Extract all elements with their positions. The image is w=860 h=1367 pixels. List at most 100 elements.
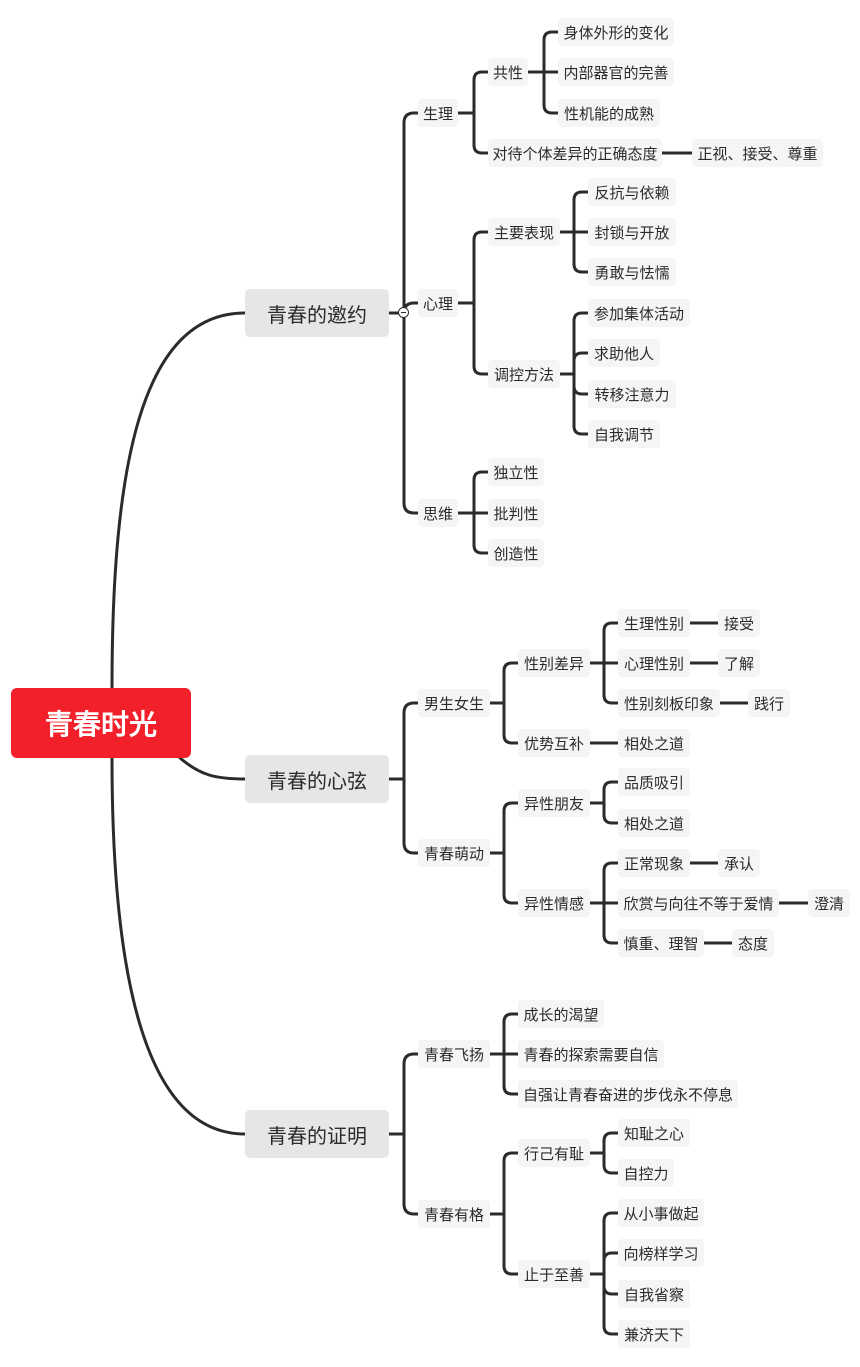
topic-acknowledge[interactable]: 承认 [718,849,760,877]
topic-shengli[interactable]: 生理 [418,99,458,127]
connector-line [472,364,490,376]
connector-line [472,70,490,82]
topic-accept[interactable]: 接受 [718,609,760,637]
connector-line [502,1084,520,1096]
connector-line [502,733,520,745]
topic-self-adjust[interactable]: 自我调节 [588,420,660,448]
topic-sexual-function[interactable]: 性机能的成熟 [558,99,660,127]
topic-boys-girls[interactable]: 男生女生 [418,689,490,717]
connector-line [542,103,560,115]
connector-line [402,1052,420,1066]
connector-line [502,1012,520,1024]
connector-line [402,841,420,855]
topic-brave-timid[interactable]: 勇敢与怯懦 [588,258,676,286]
topic-prudent-rational[interactable]: 慎重、理智 [618,929,704,957]
topic-start-small[interactable]: 从小事做起 [618,1199,704,1227]
topic-shift-attention[interactable]: 转移注意力 [588,380,676,408]
topic-shame-heart[interactable]: 知耻之心 [618,1119,690,1147]
branch-qingchun-xinxian[interactable]: 青春的心弦 [245,755,389,803]
topic-critical[interactable]: 批判性 [488,499,544,527]
connector-line [110,756,247,1136]
connector-line [602,621,620,633]
topic-individual-difference[interactable]: 对待个体差异的正确态度 [488,139,662,167]
topic-pursue-excellence[interactable]: 止于至善 [518,1260,590,1288]
connector-line [402,701,420,715]
topic-main-manifestation[interactable]: 主要表现 [488,218,560,246]
connector-line [472,543,490,555]
connector-line [542,30,560,42]
topic-body-shape[interactable]: 身体外形的变化 [558,18,674,46]
connector-line [602,1211,620,1223]
topic-youth-awakening[interactable]: 青春萌动 [418,839,490,867]
root-topic[interactable]: 青春时光 [11,688,191,758]
collapse-toggle-icon[interactable] [398,307,409,318]
connector-line [602,1251,620,1263]
connector-line [472,230,490,242]
topic-independence[interactable]: 独立性 [488,458,544,486]
topic-group-activity[interactable]: 参加集体活动 [588,299,690,327]
topic-seek-help[interactable]: 求助他人 [588,339,660,367]
topic-creative[interactable]: 创造性 [488,539,544,567]
branch-qingchun-zhengming[interactable]: 青春的证明 [245,1110,389,1158]
topic-opposite-friends[interactable]: 异性朋友 [518,789,590,817]
topic-learn-from-models[interactable]: 向榜样学习 [618,1239,704,1267]
connector-line [602,1324,620,1336]
connector-line [572,424,590,436]
connector-line [502,801,520,813]
connector-line [602,813,620,825]
topic-gender-difference[interactable]: 性别差异 [518,649,590,677]
topic-understand[interactable]: 了解 [718,649,760,677]
topic-quality-attraction[interactable]: 品质吸引 [618,768,690,796]
topic-practice[interactable]: 践行 [748,689,790,717]
topic-closed-open[interactable]: 封锁与开放 [588,218,676,246]
connector-line [502,893,520,905]
topic-opposite-emotion[interactable]: 异性情感 [518,889,590,917]
topic-admiration-not-love[interactable]: 欣赏与向往不等于爱情 [618,889,779,917]
topic-benefit-world[interactable]: 兼济天下 [618,1320,690,1348]
connector-line [602,1131,620,1143]
topic-desire-growth[interactable]: 成长的渴望 [518,1000,604,1028]
connector-line [472,143,490,155]
topic-gender-stereotype[interactable]: 性别刻板印象 [618,689,720,717]
connector-line [572,262,590,274]
connector-line [602,780,620,792]
connector-line [402,1202,420,1216]
topic-youth-character[interactable]: 青春有格 [418,1200,490,1228]
connector-line [602,693,620,705]
topic-self-reflection[interactable]: 自我省察 [618,1280,690,1308]
topic-get-along-2[interactable]: 相处之道 [618,809,690,837]
connector-line [572,351,590,363]
connector-line [572,190,590,202]
topic-face-accept-respect[interactable]: 正视、接受、尊重 [692,139,823,167]
topic-biological-sex[interactable]: 生理性别 [618,609,690,637]
topic-resist-depend[interactable]: 反抗与依赖 [588,178,676,206]
topic-sense-of-shame[interactable]: 行己有耻 [518,1139,590,1167]
topic-complement[interactable]: 优势互补 [518,729,590,757]
topic-self-strengthening[interactable]: 自强让青春奋进的步伐永不停息 [518,1080,738,1108]
connector-line [110,311,247,690]
topic-regulation-methods[interactable]: 调控方法 [488,360,560,388]
topic-normal-phenomenon[interactable]: 正常现象 [618,849,690,877]
topic-get-along-1[interactable]: 相处之道 [618,729,690,757]
connector-line [502,1264,520,1276]
connector-line [602,1284,620,1296]
topic-psychological-gender[interactable]: 心理性别 [618,649,690,677]
topic-self-control[interactable]: 自控力 [618,1159,674,1187]
branch-qingchun-yaoyue[interactable]: 青春的邀约 [245,289,389,337]
connector-line [178,756,247,781]
connector-line [602,861,620,873]
topic-siwei[interactable]: 思维 [418,499,458,527]
topic-gongxing[interactable]: 共性 [488,58,528,86]
connector-line [602,933,620,945]
connector-line [602,1163,620,1175]
connector-line [572,384,590,396]
topic-internal-organs[interactable]: 内部器官的完善 [558,58,674,86]
topic-youth-soaring[interactable]: 青春飞扬 [418,1040,490,1068]
topic-xinli[interactable]: 心理 [418,289,458,317]
connector-line [502,1151,520,1163]
topic-exploration-confidence[interactable]: 青春的探索需要自信 [518,1040,664,1068]
topic-clarify[interactable]: 澄清 [808,889,850,917]
topic-attitude[interactable]: 态度 [732,929,774,957]
